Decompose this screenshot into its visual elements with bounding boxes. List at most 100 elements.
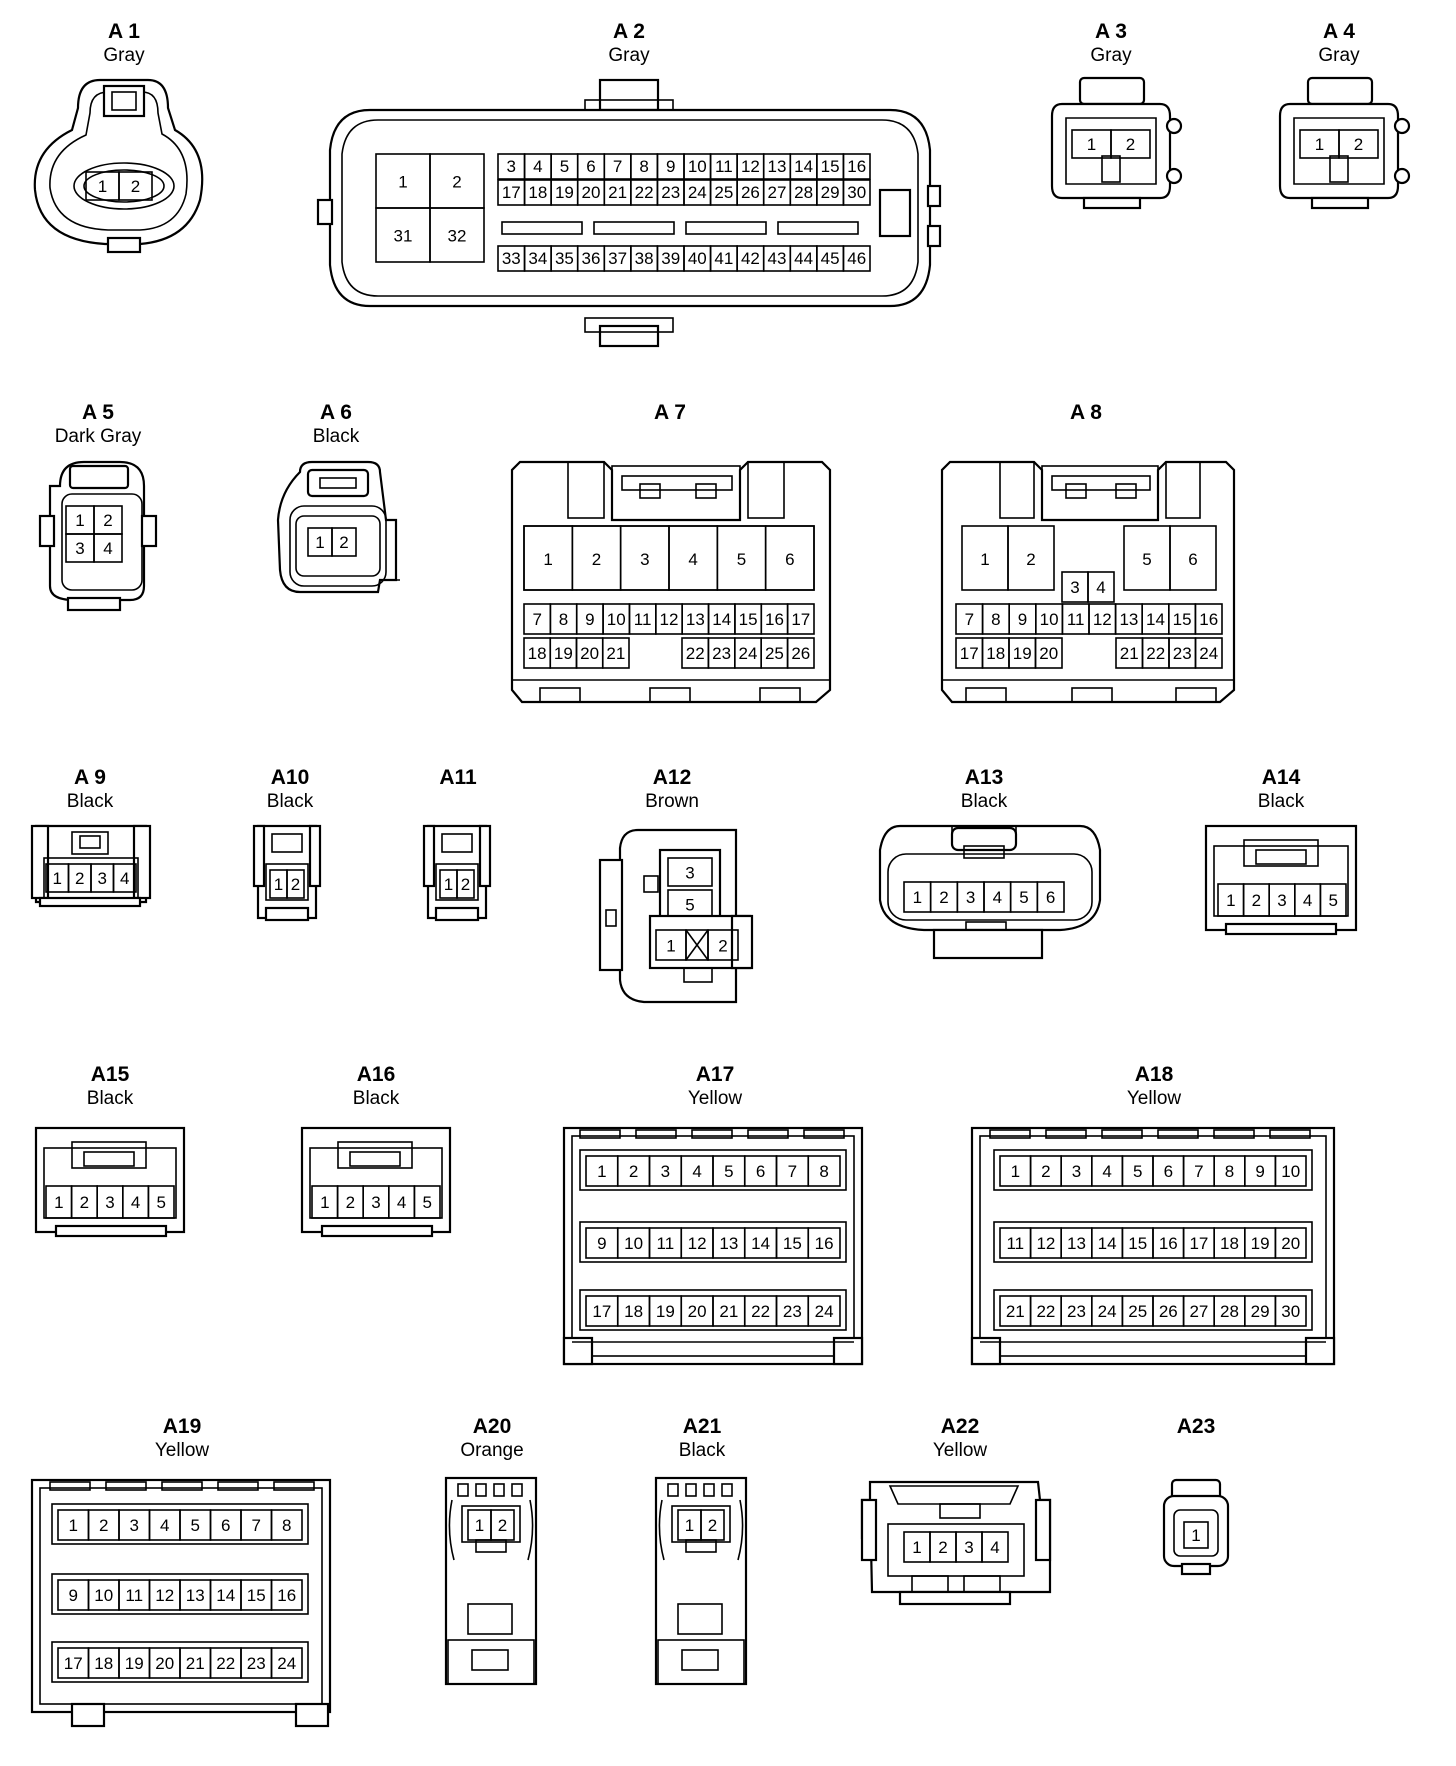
outline-shape bbox=[685, 221, 767, 235]
outline-shape bbox=[49, 1481, 91, 1491]
pin-number: 10 bbox=[607, 610, 626, 629]
pin-cell bbox=[1034, 637, 1063, 669]
outline-shape bbox=[319, 477, 357, 489]
outline-shape bbox=[888, 1485, 1020, 1505]
pin-number: 33 bbox=[502, 249, 521, 268]
outline-shape bbox=[1071, 687, 1113, 703]
outline-shape bbox=[289, 505, 387, 587]
pin-number: 22 bbox=[635, 183, 654, 202]
pin-number: 29 bbox=[1251, 1302, 1270, 1321]
outline-shape bbox=[639, 483, 661, 499]
pin-number: 19 bbox=[656, 1302, 675, 1321]
connector-id: A 8 bbox=[1070, 401, 1102, 424]
pin-number: 16 bbox=[815, 1234, 834, 1253]
pin-number: 45 bbox=[821, 249, 840, 268]
outline-shape bbox=[300, 1126, 452, 1234]
connector-color: Black bbox=[961, 791, 1008, 812]
connector-id: A12 bbox=[653, 766, 692, 789]
pin-number: 8 bbox=[991, 610, 1000, 629]
outline-shape bbox=[1115, 483, 1137, 499]
outline-shape bbox=[1224, 922, 1338, 936]
pin-number: 1 bbox=[475, 1516, 484, 1535]
pin-number: 15 bbox=[739, 610, 758, 629]
outline-shape bbox=[457, 1483, 469, 1497]
pin-number: 4 bbox=[160, 1516, 169, 1535]
outline-shape bbox=[611, 465, 741, 521]
pin-number: 1 bbox=[666, 936, 675, 955]
outline-shape bbox=[33, 78, 204, 246]
outline-shape bbox=[73, 162, 175, 210]
pin-number: 18 bbox=[528, 644, 547, 663]
pin-number: 42 bbox=[741, 249, 760, 268]
pin-number: 30 bbox=[1281, 1302, 1300, 1321]
connector-id: A 4 bbox=[1323, 20, 1355, 43]
pin-cell bbox=[1087, 571, 1115, 603]
pin-number: 10 bbox=[688, 157, 707, 176]
pin-number: 2 bbox=[346, 1193, 355, 1212]
pin-number: 38 bbox=[635, 249, 654, 268]
pin-number: 22 bbox=[1146, 644, 1165, 663]
connector-color: Gray bbox=[1090, 45, 1132, 66]
pin-number: 5 bbox=[156, 1193, 165, 1212]
connector-id: A 6 bbox=[320, 401, 352, 424]
pin-number: 27 bbox=[1189, 1302, 1208, 1321]
pin-number: 24 bbox=[1199, 644, 1218, 663]
outline-shape bbox=[1393, 167, 1411, 185]
outline-shape bbox=[71, 1141, 147, 1169]
pin-number: 5 bbox=[724, 1162, 733, 1181]
outline-shape bbox=[571, 1135, 855, 1357]
pin-cell bbox=[981, 1531, 1009, 1563]
pin-number: 13 bbox=[686, 610, 705, 629]
pin-cell bbox=[270, 1647, 303, 1679]
pin-number: 22 bbox=[751, 1302, 770, 1321]
connector-color: Dark Gray bbox=[55, 426, 142, 447]
outline-shape bbox=[621, 475, 733, 491]
outline-shape bbox=[273, 1481, 315, 1491]
pin-number: 12 bbox=[1036, 1234, 1055, 1253]
pin-number: 12 bbox=[688, 1234, 707, 1253]
outline-shape bbox=[461, 1505, 521, 1543]
pin-number: 4 bbox=[1102, 1162, 1111, 1181]
pin-number: 16 bbox=[1159, 1234, 1178, 1253]
pin-number: 7 bbox=[252, 1516, 261, 1535]
pin-number: 21 bbox=[186, 1654, 205, 1673]
outline-shape bbox=[316, 198, 334, 226]
connector-id: A23 bbox=[1177, 1415, 1216, 1438]
outline-shape bbox=[683, 967, 713, 983]
pin-number: 3 bbox=[964, 1538, 973, 1557]
pin-number: 9 bbox=[1018, 610, 1027, 629]
outline-shape bbox=[737, 1499, 744, 1561]
pin-number: 5 bbox=[1328, 891, 1337, 910]
pin-number: 8 bbox=[1225, 1162, 1234, 1181]
pin-number: 1 bbox=[69, 1516, 78, 1535]
pin-number: 4 bbox=[533, 157, 542, 176]
connector-id: A13 bbox=[965, 766, 1004, 789]
pin-number: 2 bbox=[103, 511, 112, 530]
pin-number: 3 bbox=[640, 550, 649, 569]
outline-shape bbox=[579, 1221, 847, 1263]
connector-id: A14 bbox=[1262, 766, 1301, 789]
outline-shape bbox=[444, 1476, 538, 1686]
pin-number: 7 bbox=[613, 157, 622, 176]
pin-cell bbox=[112, 863, 137, 893]
outline-shape bbox=[649, 687, 691, 703]
pin-number: 5 bbox=[1142, 550, 1151, 569]
outline-shape bbox=[939, 1503, 981, 1519]
pin-number: 19 bbox=[554, 644, 573, 663]
pin-cell bbox=[707, 929, 739, 961]
pin-number: 8 bbox=[819, 1162, 828, 1181]
connector-color: Gray bbox=[608, 45, 650, 66]
pin-number: 17 bbox=[1189, 1234, 1208, 1253]
pin-number: 9 bbox=[597, 1234, 606, 1253]
pin-number: 21 bbox=[608, 183, 627, 202]
pin-number: 23 bbox=[661, 183, 680, 202]
connector-color: Gray bbox=[1318, 45, 1360, 66]
outline-shape bbox=[703, 1483, 715, 1497]
outline-shape bbox=[447, 1639, 535, 1685]
pin-number: 17 bbox=[960, 644, 979, 663]
